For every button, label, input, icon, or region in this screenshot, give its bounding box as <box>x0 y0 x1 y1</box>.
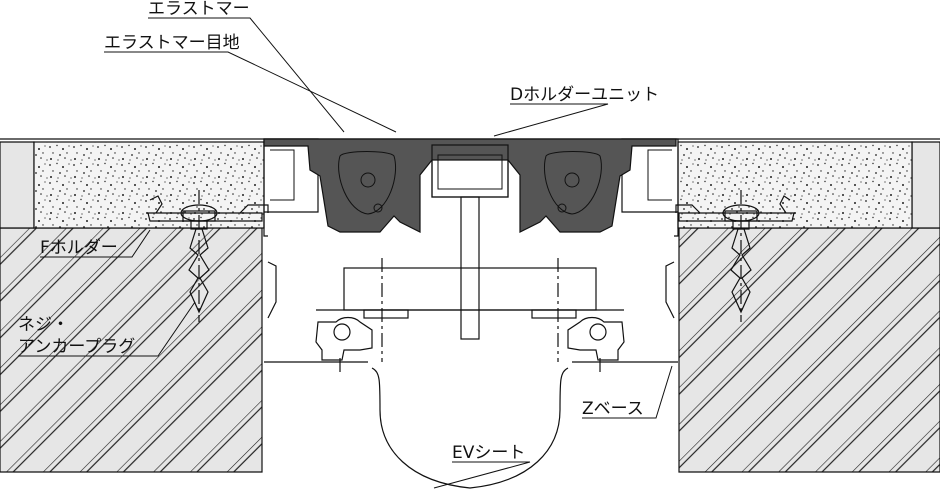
left-f-holder <box>147 195 269 222</box>
left-screw-anchor <box>180 190 218 322</box>
label-anchor-plug: アンカープラグ <box>18 337 135 357</box>
label-screw-line1: ネジ・ <box>18 315 69 335</box>
ev-sheet <box>371 367 569 489</box>
right-f-holder <box>675 195 795 222</box>
left-z-base <box>315 316 373 376</box>
elastomer-profile <box>263 138 677 233</box>
label-ev-sheet: EVシート <box>452 443 525 463</box>
label-elastomer: エラストマー <box>148 0 250 19</box>
right-z-base <box>567 316 625 376</box>
slide-mechanism <box>316 258 624 362</box>
label-d-holder-unit: Dホルダーユニット <box>510 85 659 105</box>
left-wall <box>0 141 263 473</box>
label-elastomer-joint: エラストマー目地 <box>104 33 240 53</box>
right-screw-anchor <box>722 190 760 322</box>
leader-lines <box>18 17 673 489</box>
right-mortar-bed <box>677 141 913 229</box>
label-f-holder: Fホルダー <box>40 238 118 258</box>
label-z-base: Zベース <box>582 399 644 419</box>
